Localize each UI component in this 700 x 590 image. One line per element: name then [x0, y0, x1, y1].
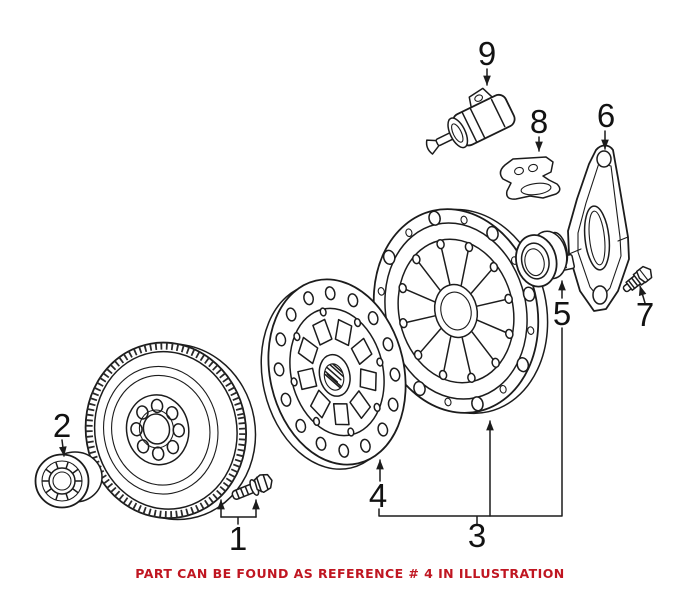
callouts: 1 2 3 4 5 6 7 8 — [53, 35, 654, 557]
pressure-plate-rim-holes — [355, 193, 558, 428]
pressure-plate — [354, 191, 567, 432]
flywheel — [84, 341, 257, 521]
retaining-bracket — [499, 156, 561, 200]
callout-8-number: 8 — [530, 103, 548, 140]
flywheel-bolt — [231, 473, 273, 500]
callout-3: 3 — [378, 327, 563, 554]
callout-8: 8 — [530, 103, 548, 152]
callout-6-number: 6 — [597, 97, 615, 134]
clutch-disc — [243, 266, 424, 483]
flywheel-hub — [125, 394, 190, 466]
slave-cylinder — [425, 87, 516, 155]
callout-1: 1 — [217, 499, 260, 557]
reference-note: PART CAN BE FOUND AS REFERENCE # 4 IN IL… — [135, 566, 565, 581]
callout-9-number: 9 — [478, 35, 496, 72]
callout-4-number: 4 — [369, 477, 387, 514]
pivot-pin — [622, 265, 653, 293]
callout-6: 6 — [597, 97, 615, 150]
callout-4: 4 — [369, 459, 387, 514]
callout-9: 9 — [478, 35, 496, 86]
release-bearing — [515, 230, 576, 288]
callout-3-number: 3 — [468, 517, 486, 554]
damper-springs — [277, 298, 398, 447]
callout-5-number: 5 — [553, 295, 571, 332]
bearing-cage — [41, 461, 83, 501]
ring-gear-teeth — [85, 342, 247, 519]
pilot-bearing — [34, 451, 103, 509]
callout-2-number: 2 — [53, 407, 71, 444]
callout-7: 7 — [636, 285, 654, 333]
callout-7-number: 7 — [636, 296, 654, 333]
disc-rim-holes — [259, 276, 415, 468]
diaphragm-fingers — [384, 227, 529, 395]
callout-1-number: 1 — [229, 520, 247, 557]
release-fork — [567, 144, 630, 312]
callout-5: 5 — [553, 280, 571, 332]
callout-2: 2 — [53, 407, 71, 457]
